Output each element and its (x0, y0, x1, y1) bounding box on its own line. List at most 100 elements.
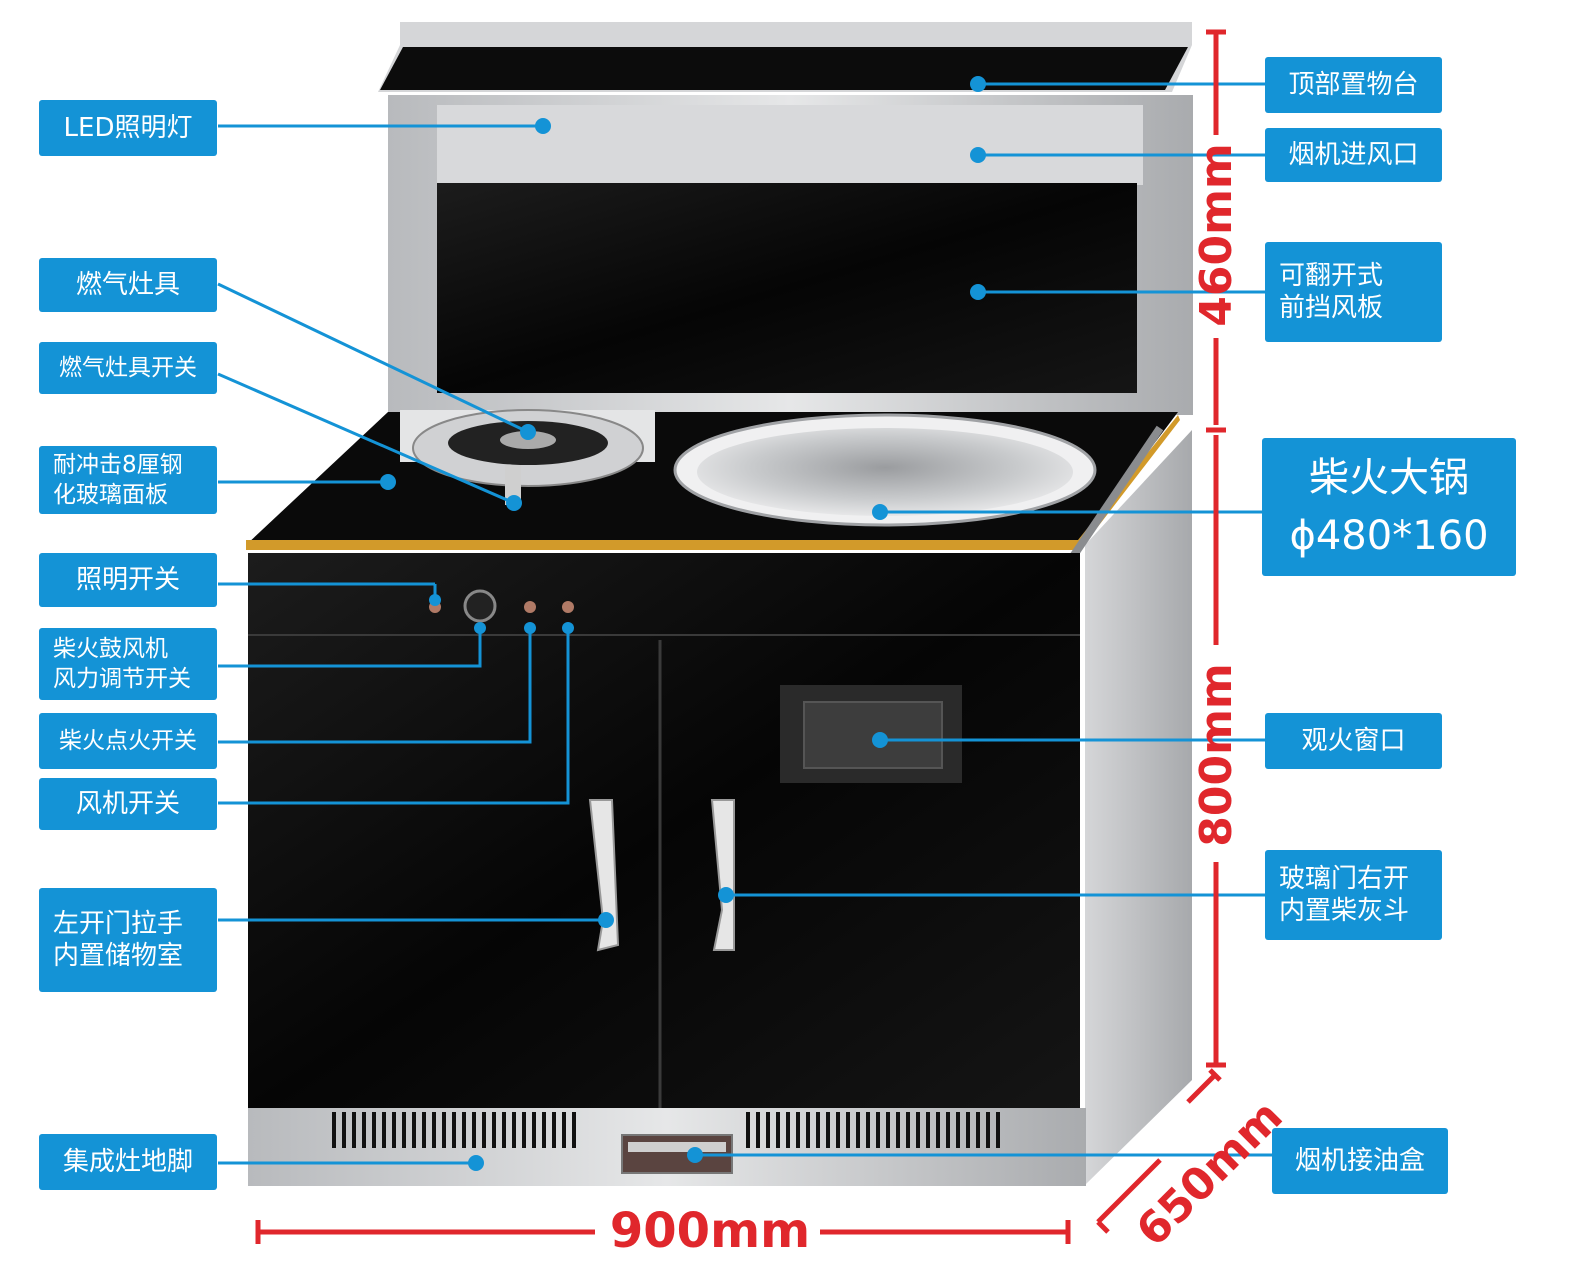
label-led-light-text: LED照明灯 (63, 113, 193, 143)
label-ignition-switch: 柴火点火开关 (39, 713, 217, 769)
label-big-wok-line2: ϕ480*160 (1289, 513, 1489, 559)
vent-slot (452, 1112, 456, 1148)
vent-slot (836, 1112, 840, 1148)
label-hood-inlet: 烟机进风口 (1265, 128, 1442, 182)
label-fan-switch-text: 风机开关 (75, 789, 180, 819)
vent-slot (462, 1112, 466, 1148)
vent-slot (896, 1112, 900, 1148)
label-baffle-line1: 可翻开式 (1279, 261, 1384, 291)
vent-slot (766, 1112, 770, 1148)
label-ignition-switch-text: 柴火点火开关 (59, 728, 197, 754)
label-light-switch: 照明开关 (39, 553, 217, 607)
hood-inner-recess (437, 105, 1143, 185)
front-baffle (437, 183, 1137, 393)
vent-slot (362, 1112, 366, 1148)
label-base-feet-text: 集成灶地脚 (62, 1147, 193, 1177)
dimension-width-text: 900mm (609, 1203, 811, 1259)
label-left-door-line1: 左开门拉手 (53, 909, 184, 939)
vent-slot (956, 1112, 960, 1148)
label-blower-adjust-line2: 风力调节开关 (53, 666, 191, 692)
label-glass-panel: 耐冲击8厘钢 化玻璃面板 (39, 446, 217, 514)
label-left-door: 左开门拉手 内置储物室 (39, 888, 217, 992)
vent-slot (856, 1112, 860, 1148)
label-glass-panel-line2: 化玻璃面板 (53, 482, 168, 508)
label-left-door-line2: 内置储物室 (53, 941, 184, 971)
vent-slot (502, 1112, 506, 1148)
label-gas-stove-switch: 燃气灶具开关 (39, 342, 217, 394)
label-blower-adjust: 柴火鼓风机 风力调节开关 (39, 628, 217, 700)
fan-switch-knob (562, 601, 574, 613)
vent-slot (986, 1112, 990, 1148)
label-gas-stove: 燃气灶具 (39, 258, 217, 312)
label-top-shelf-text: 顶部置物台 (1288, 70, 1419, 100)
label-fan-switch: 风机开关 (39, 778, 217, 830)
vent-slot (876, 1112, 880, 1148)
vent-slot (512, 1112, 516, 1148)
vent-slot (392, 1112, 396, 1148)
vent-slot (816, 1112, 820, 1148)
vent-slot (422, 1112, 426, 1148)
vent-slot (866, 1112, 870, 1148)
dimension-upper-height-text: 460mm (1191, 143, 1242, 327)
label-oil-box-text: 烟机接油盒 (1294, 1146, 1425, 1176)
vent-slot (342, 1112, 346, 1148)
dimension-cabinet-height-text: 800mm (1191, 663, 1242, 847)
vent-slot (886, 1112, 890, 1148)
vent-slot (372, 1112, 376, 1148)
label-baffle-line2: 前挡风板 (1279, 293, 1384, 323)
vent-slot (746, 1112, 750, 1148)
left-door-handle (588, 799, 620, 952)
vent-slot (946, 1112, 950, 1148)
vent-slot (996, 1112, 1000, 1148)
label-fire-window: 观火窗口 (1265, 713, 1442, 769)
label-big-wok-line1: 柴火大锅 (1309, 455, 1469, 501)
cabinet-front (248, 553, 1080, 1113)
label-light-switch-text: 照明开关 (75, 565, 180, 595)
vent-slot (966, 1112, 970, 1148)
vent-slot (352, 1112, 356, 1148)
dimension-lines (255, 29, 1226, 1244)
wood-fire-wok-bowl (697, 428, 1073, 516)
label-fire-window-text: 观火窗口 (1301, 726, 1406, 756)
vent-slot (432, 1112, 436, 1148)
vent-slot (826, 1112, 830, 1148)
label-base-feet: 集成灶地脚 (39, 1134, 217, 1190)
vent-slot (846, 1112, 850, 1148)
cabinet-side-panel (1085, 430, 1192, 1185)
vent-slot (442, 1112, 446, 1148)
top-shelf-glass (380, 47, 1188, 90)
label-gas-stove-switch-text: 燃气灶具开关 (59, 355, 197, 381)
vent-slot (926, 1112, 930, 1148)
label-oil-box: 烟机接油盒 (1272, 1128, 1448, 1194)
vent-slot (572, 1112, 576, 1148)
dimension-width: 900mm (600, 1202, 820, 1260)
vent-slot (552, 1112, 556, 1148)
vent-slot (402, 1112, 406, 1148)
ignition-switch-knob (524, 601, 536, 613)
label-right-door: 玻璃门右开 内置柴灰斗 (1265, 850, 1442, 940)
label-led-light: LED照明灯 (39, 100, 217, 156)
label-big-wok: 柴火大锅 ϕ480*160 (1262, 438, 1516, 576)
vent-slot (796, 1112, 800, 1148)
blower-knob (463, 589, 497, 623)
vent-slot (542, 1112, 546, 1148)
oil-box-slot (628, 1142, 726, 1152)
label-blower-adjust-line1: 柴火鼓风机 (53, 636, 168, 662)
vent-slot (382, 1112, 386, 1148)
vent-slot (532, 1112, 536, 1148)
vent-slot (492, 1112, 496, 1148)
label-right-door-line2: 内置柴灰斗 (1279, 896, 1410, 926)
vent-slot (756, 1112, 760, 1148)
vent-slots (332, 1112, 1000, 1148)
label-glass-panel-line1: 耐冲击8厘钢 (53, 452, 183, 478)
vent-slot (522, 1112, 526, 1148)
vent-slot (906, 1112, 910, 1148)
label-hood-inlet-text: 烟机进风口 (1288, 140, 1419, 170)
label-baffle: 可翻开式 前挡风板 (1265, 242, 1442, 342)
dimension-cabinet-height: 800mm (1191, 650, 1242, 860)
vent-slot (562, 1112, 566, 1148)
fire-window-glass (803, 701, 943, 769)
vent-slot (936, 1112, 940, 1148)
